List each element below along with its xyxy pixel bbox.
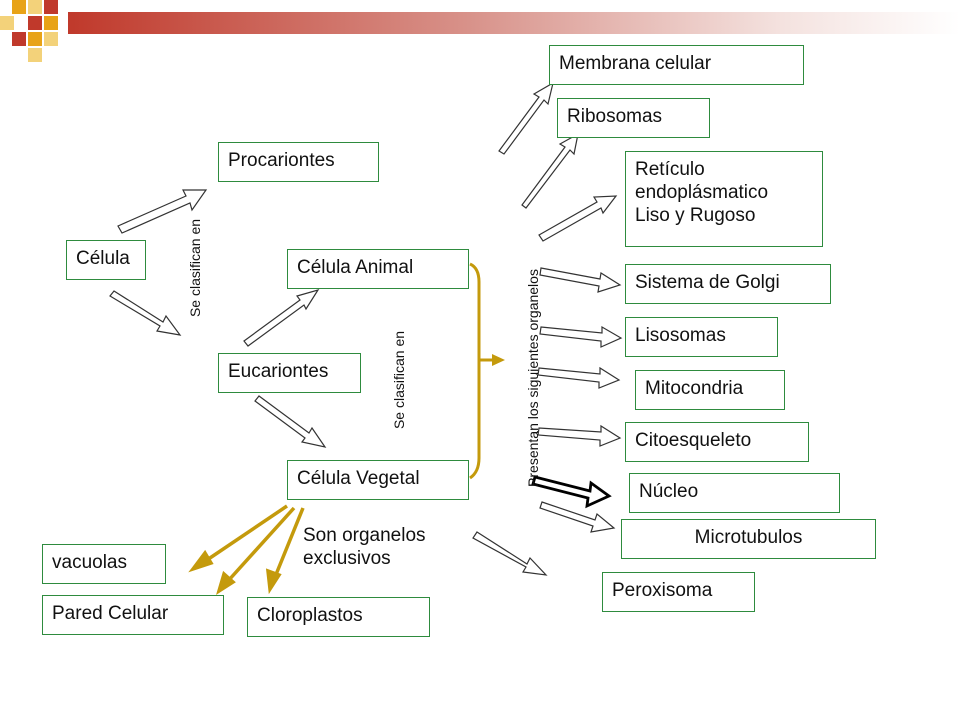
header-square <box>28 32 42 46</box>
arrow-to-vacuolas <box>203 504 288 564</box>
arrow-to-reticulo <box>538 195 618 242</box>
arrow-eucariontes-vegetal <box>254 395 327 448</box>
node-celula-animal-label: Célula Animal <box>297 257 414 278</box>
node-citoesqueleto: Citoesqueleto <box>625 422 809 462</box>
node-celula: Célula <box>66 240 146 280</box>
node-reticulo: Retículo endoplásmatico Liso y Rugoso <box>625 151 823 247</box>
arrow-to-nucleo <box>531 475 612 509</box>
grouping-bracket <box>469 262 497 480</box>
node-nucleo: Núcleo <box>629 473 840 513</box>
node-celula-vegetal-label: Célula Vegetal <box>297 468 420 489</box>
node-vacuolas: vacuolas <box>42 544 166 584</box>
label-se-clasifican-2: Se clasifican en <box>391 330 407 430</box>
node-reticulo-line2: endoplásmatico <box>635 182 769 203</box>
node-celula-label: Célula <box>76 248 130 269</box>
header-square <box>28 0 42 14</box>
arrow-celula-eucariontes <box>109 290 182 336</box>
label-exclusivos-line1: Son organelos <box>303 525 426 546</box>
arrow-to-pared <box>226 506 296 583</box>
bracket-arrowhead <box>492 354 505 366</box>
arrow-to-peroxisoma <box>472 531 548 576</box>
node-eucariontes: Eucariontes <box>218 353 361 393</box>
node-cloroplastos-label: Cloroplastos <box>257 605 363 626</box>
node-ribosomas-label: Ribosomas <box>567 106 663 127</box>
node-mitocondria-label: Mitocondria <box>645 378 744 399</box>
node-pared-celular-label: Pared Celular <box>52 603 169 624</box>
node-membrana-label: Membrana celular <box>559 53 712 74</box>
node-eucariontes-label: Eucariontes <box>228 361 329 382</box>
header-gradient-bar <box>68 12 960 34</box>
header-square <box>44 16 58 30</box>
arrow-to-cloroplastos <box>273 507 305 578</box>
node-lisosomas-label: Lisosomas <box>635 325 726 346</box>
arrow-eucariontes-animal <box>243 288 320 347</box>
label-presentan: Presentan los siguientes organelos <box>525 269 541 487</box>
header-square <box>0 16 14 30</box>
header-square <box>44 32 58 46</box>
arrow-to-lisosomas <box>539 325 623 348</box>
label-exclusivos: Son organelos exclusivos <box>303 524 426 570</box>
header-square <box>28 16 42 30</box>
node-reticulo-line3: Liso y Rugoso <box>635 205 756 226</box>
node-golgi: Sistema de Golgi <box>625 264 831 304</box>
node-procariontes-label: Procariontes <box>228 150 335 171</box>
node-microtubulos-label: Microtubulos <box>694 527 803 548</box>
header-square <box>28 48 42 62</box>
label-exclusivos-line2: exclusivos <box>303 548 391 569</box>
node-ribosomas: Ribosomas <box>557 98 710 138</box>
header-square <box>12 0 26 14</box>
arrow-to-microtubulos <box>539 501 616 533</box>
node-cloroplastos: Cloroplastos <box>247 597 430 637</box>
node-peroxisoma-label: Peroxisoma <box>612 580 713 601</box>
node-procariontes: Procariontes <box>218 142 379 182</box>
node-membrana: Membrana celular <box>549 45 804 85</box>
node-golgi-label: Sistema de Golgi <box>635 272 780 293</box>
node-mitocondria: Mitocondria <box>635 370 785 410</box>
node-microtubulos: Microtubulos <box>621 519 876 559</box>
arrow-to-mitocondria <box>537 366 621 389</box>
arrow-celula-procariontes <box>117 189 208 234</box>
arrow-to-golgi <box>539 267 622 293</box>
header-square <box>44 0 58 14</box>
arrow-to-ribosomas <box>521 132 579 209</box>
node-lisosomas: Lisosomas <box>625 317 778 357</box>
node-nucleo-label: Núcleo <box>639 481 699 502</box>
node-celula-animal: Célula Animal <box>287 249 469 289</box>
node-peroxisoma: Peroxisoma <box>602 572 755 612</box>
node-vacuolas-label: vacuolas <box>52 552 127 573</box>
arrow-to-membrana <box>498 81 554 155</box>
node-celula-vegetal: Célula Vegetal <box>287 460 469 500</box>
label-se-clasifican-1: Se clasifican en <box>187 218 203 318</box>
header-square <box>12 32 26 46</box>
node-reticulo-line1: Retículo <box>635 159 705 180</box>
arrow-to-citoesqueleto <box>537 424 622 447</box>
node-citoesqueleto-label: Citoesqueleto <box>635 430 752 451</box>
node-pared-celular: Pared Celular <box>42 595 224 635</box>
